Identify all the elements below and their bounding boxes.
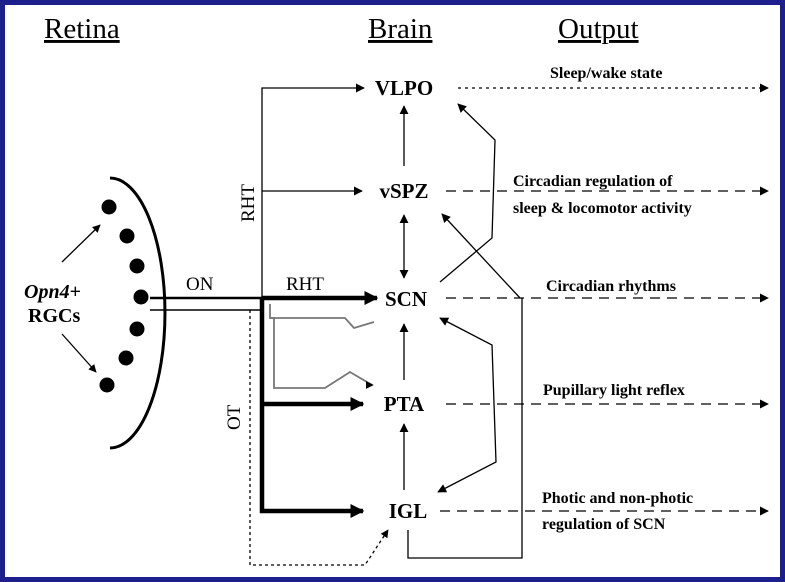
rgc-dot (133, 289, 149, 305)
scn-to-vlpo (439, 103, 496, 283)
rgc-dot (129, 258, 145, 274)
rgc-pointer-bottom (61, 333, 97, 373)
rgc-dot (101, 199, 117, 215)
rgc-dot (99, 377, 115, 393)
grey-tract-to-scn (269, 304, 375, 330)
output-sleep-wake: Sleep/wake state (550, 65, 662, 82)
label-rht-vertical: RHT (238, 184, 259, 222)
label-ot-vertical: OT (224, 404, 245, 430)
rgc-dots (99, 199, 149, 393)
grey-tract-to-pta (270, 317, 373, 389)
scn-return-to-vspz (441, 213, 521, 299)
header-output: Output (558, 13, 639, 45)
igl-loop-line (407, 298, 523, 559)
retina-cup (109, 176, 167, 450)
node-vlpo: VLPO (375, 76, 433, 100)
scn-igl-bidirectional (437, 317, 497, 493)
rgc-dot (118, 350, 134, 366)
label-rht: RHT (286, 274, 324, 295)
output-circ-rhythms: Circadian rhythms (546, 278, 676, 295)
output-photic-line2: regulation of SCN (542, 516, 666, 533)
ot-to-igl (259, 298, 365, 518)
rht-to-vlpo (261, 83, 365, 298)
label-on: ON (186, 274, 214, 295)
header-retina: Retina (44, 13, 120, 45)
header-brain: Brain (368, 13, 433, 45)
node-igl: IGL (389, 499, 428, 523)
node-scn: SCN (385, 287, 427, 311)
output-pupillary: Pupillary light reflex (543, 382, 685, 399)
rgc-dot (119, 228, 135, 244)
rgc-pointer-top (61, 224, 101, 263)
output-photic-line1: Photic and non-photic (542, 490, 693, 507)
rgcs-label: RGCs (28, 305, 80, 327)
rgc-dot (129, 321, 145, 337)
output-circ-reg-line2: sleep & locomotor activity (513, 200, 692, 217)
node-vspz: vSPZ (379, 179, 428, 203)
opn4-label: Opn4+ (24, 281, 81, 303)
output-circ-reg-line1: Circadian regulation of (513, 173, 673, 190)
dotted-tract-to-igl (249, 310, 389, 566)
node-pta: PTA (384, 392, 425, 416)
